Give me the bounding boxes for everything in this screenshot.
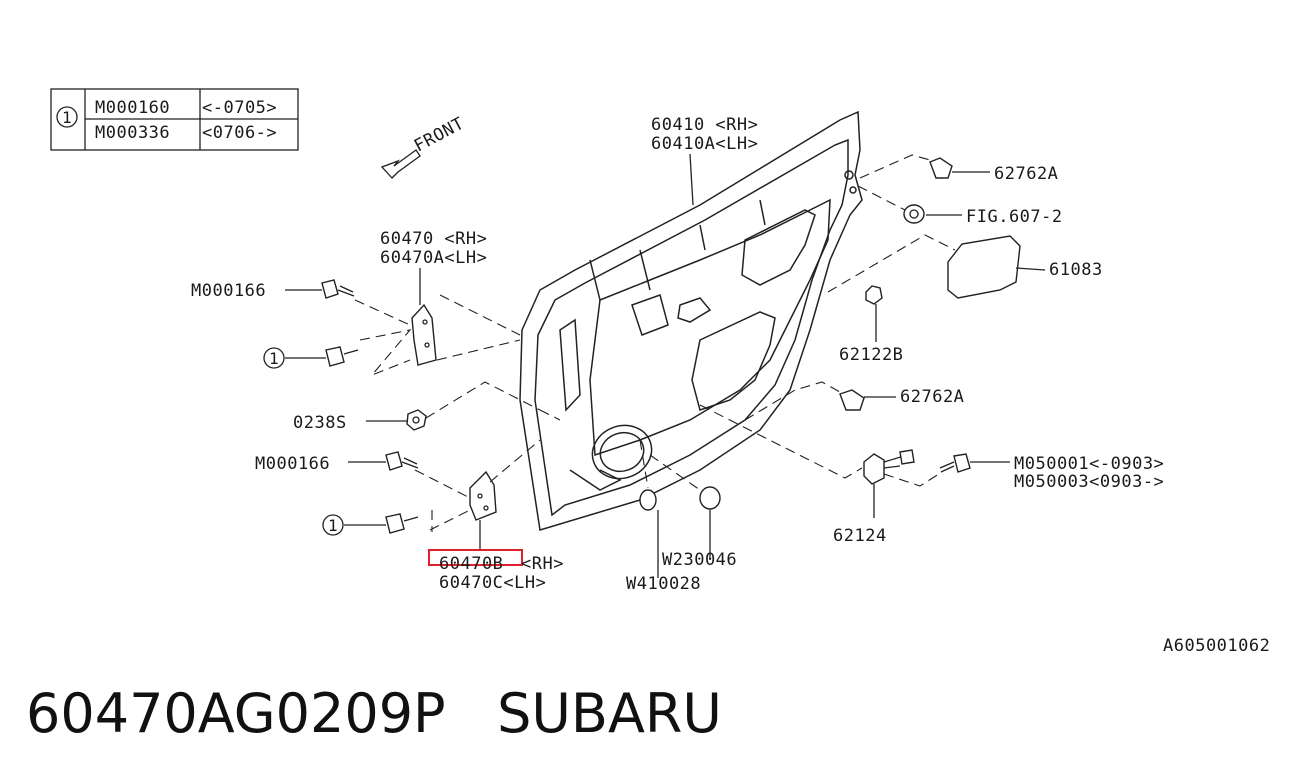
upper-hinge-lh-label: 60470A<LH>	[380, 248, 487, 268]
lower-marker: 1	[328, 516, 338, 535]
checker	[863, 449, 915, 485]
lower-bolt	[385, 451, 419, 471]
clip-label: 62122B	[839, 345, 903, 365]
plug-large	[699, 486, 721, 510]
striker-bolt	[939, 453, 971, 473]
table-row-1-range: <-0705>	[202, 98, 277, 118]
door-lh-label: 60410A<LH>	[651, 134, 758, 154]
striker-bolt-a-label: M050001<-0903>	[1014, 454, 1164, 474]
mid-bumper	[839, 389, 865, 411]
lower-hinge-bolt	[385, 513, 419, 534]
front-label: FRONT	[411, 114, 468, 157]
door-panel	[519, 110, 863, 531]
lower-hinge	[469, 470, 497, 521]
sealing-cover-label: 61083	[1049, 260, 1103, 280]
footer-title: 60470AG0209P SUBARU	[26, 682, 722, 745]
lower-hinge-rh-code: 60470B	[439, 554, 503, 574]
checker-label: 62124	[833, 526, 887, 546]
drawing-id: A605001062	[1163, 636, 1270, 656]
top-bumper	[929, 157, 953, 179]
upper-hinge	[411, 303, 437, 366]
front-arrow-icon: FRONT	[380, 114, 468, 179]
upper-marker-circle	[263, 347, 285, 369]
reference-table: 1 M000160 <-0705> M000336 <0706->	[50, 88, 299, 151]
nut	[406, 409, 427, 431]
door-rh-label: 60410 <RH>	[651, 115, 758, 135]
upper-bolt	[321, 279, 355, 299]
highlight-box	[428, 549, 523, 566]
top-bumper-label: 62762A	[994, 164, 1058, 184]
upper-hinge-rh-label: 60470 <RH>	[380, 229, 487, 249]
plug-b-label: W410028	[626, 574, 701, 594]
nut-label: 0238S	[293, 413, 347, 433]
footer-part-number: 60470AG0209P	[26, 682, 446, 745]
sealing-cover	[947, 235, 1021, 299]
footer-brand: SUBARU	[497, 682, 722, 745]
striker-bolt-b-label: M050003<0903->	[1014, 472, 1164, 492]
lower-hinge-lh-label: 60470C<LH>	[439, 573, 546, 593]
table-row-2-range: <0706->	[202, 123, 277, 143]
clip	[865, 285, 883, 305]
plug-a-label: W230046	[662, 550, 737, 570]
lower-bolt-label: M000166	[255, 454, 330, 474]
lower-hinge-rh-side: <RH>	[521, 554, 564, 574]
upper-hinge-bolt	[325, 346, 359, 367]
upper-bolt-label: M000166	[191, 281, 266, 301]
upper-marker: 1	[269, 349, 279, 368]
table-marker: 1	[62, 108, 72, 127]
plug-small	[639, 489, 657, 511]
table-marker-circle	[56, 106, 78, 128]
grommet	[903, 204, 925, 224]
table-row-1-part: M000160	[95, 98, 170, 118]
fig-ref-label: FIG.607-2	[966, 207, 1063, 227]
lower-marker-circle	[322, 514, 344, 536]
mid-bumper-label: 62762A	[900, 387, 964, 407]
table-row-2-part: M000336	[95, 123, 170, 143]
